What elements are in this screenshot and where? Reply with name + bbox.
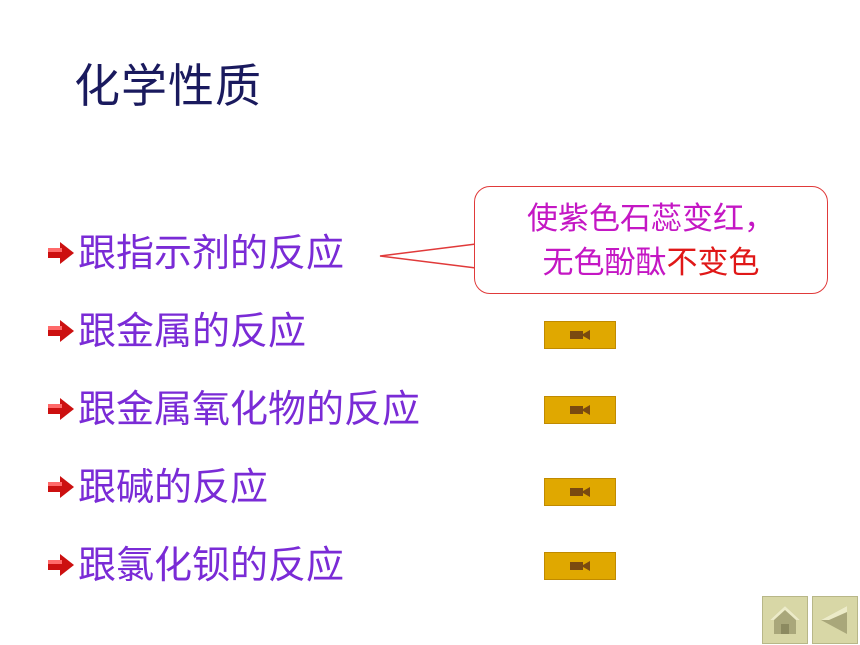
callout-box: 使紫色石蕊变红， 无色酚酞不变色: [474, 186, 828, 294]
back-button[interactable]: [812, 596, 858, 644]
arrow-bullet-icon: [48, 554, 74, 576]
back-arrow-icon: [821, 606, 847, 634]
list-item-label: 跟氯化钡的反应: [78, 543, 345, 587]
arrow-bullet-icon: [48, 398, 74, 420]
page-title: 化学性质: [74, 59, 262, 113]
list-item-label: 跟指示剂的反应: [78, 231, 345, 275]
list-item-label: 跟金属氧化物的反应: [78, 387, 421, 431]
callout-line-2-part-a: 无色酚酞: [542, 245, 667, 281]
list-item-indicator[interactable]: 跟指示剂的反应: [46, 228, 344, 278]
video-button-metal-oxide[interactable]: [544, 396, 616, 424]
callout-line-2-part-b: 不变色: [666, 245, 760, 281]
list-item-metal-oxide[interactable]: 跟金属氧化物的反应: [46, 384, 420, 434]
arrow-bullet-icon: [48, 242, 74, 264]
list-item-label: 跟金属的反应: [78, 309, 307, 353]
video-button-base[interactable]: [544, 478, 616, 506]
video-camera-icon: [570, 561, 590, 571]
video-camera-icon: [570, 405, 590, 415]
video-camera-icon: [570, 487, 590, 497]
video-button-barium-chloride[interactable]: [544, 552, 616, 580]
callout-line-2: 无色酚酞不变色: [475, 241, 827, 285]
arrow-bullet-icon: [48, 320, 74, 342]
list-item-metal[interactable]: 跟金属的反应: [46, 306, 306, 356]
list-item-base[interactable]: 跟碱的反应: [46, 462, 268, 512]
video-camera-icon: [570, 330, 590, 340]
callout-line-1: 使紫色石蕊变红，: [527, 201, 775, 237]
video-button-metal[interactable]: [544, 321, 616, 349]
list-item-label: 跟碱的反应: [78, 465, 269, 509]
home-icon: [770, 606, 800, 634]
callout-pointer: [379, 243, 477, 269]
home-button[interactable]: [762, 596, 808, 644]
arrow-bullet-icon: [48, 476, 74, 498]
list-item-barium-chloride[interactable]: 跟氯化钡的反应: [46, 540, 344, 590]
